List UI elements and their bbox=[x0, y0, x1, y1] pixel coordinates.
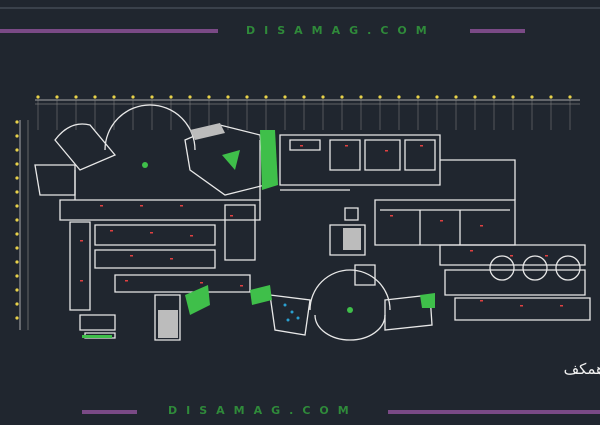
door-mark bbox=[100, 205, 103, 207]
door-mark bbox=[125, 280, 128, 282]
axis-marker bbox=[568, 95, 572, 99]
door-mark bbox=[480, 300, 483, 302]
axis-marker bbox=[340, 95, 344, 99]
door-mark bbox=[110, 230, 113, 232]
axis-marker bbox=[169, 95, 173, 99]
door-mark bbox=[560, 305, 563, 307]
axis-marker bbox=[530, 95, 534, 99]
axis-marker bbox=[15, 260, 19, 264]
axis-marker bbox=[93, 95, 97, 99]
axis-marker bbox=[473, 95, 477, 99]
axis-marker bbox=[55, 95, 59, 99]
axis-marker bbox=[15, 232, 19, 236]
axis-marker bbox=[492, 95, 496, 99]
axis-marker bbox=[416, 95, 420, 99]
bottom-left-bar bbox=[82, 410, 137, 414]
door-mark bbox=[480, 225, 483, 227]
axis-marker bbox=[207, 95, 211, 99]
axis-marker bbox=[245, 95, 249, 99]
axis-marker bbox=[15, 134, 19, 138]
axis-marker bbox=[188, 95, 192, 99]
walls bbox=[34, 104, 591, 341]
axis-marker bbox=[15, 302, 19, 306]
axis-marker bbox=[264, 95, 268, 99]
door-mark bbox=[510, 255, 513, 257]
axis-marker bbox=[435, 95, 439, 99]
axis-marker bbox=[226, 95, 230, 99]
axis-marker bbox=[283, 95, 287, 99]
top-border-line bbox=[0, 7, 600, 9]
grid-axis-markers bbox=[15, 95, 572, 320]
door-mark bbox=[390, 215, 393, 217]
bottom-right-bar bbox=[388, 410, 600, 414]
axis-marker bbox=[15, 218, 19, 222]
door-mark bbox=[520, 305, 523, 307]
door-mark bbox=[80, 240, 83, 242]
blue-accents bbox=[283, 303, 300, 322]
axis-marker bbox=[15, 316, 19, 320]
door-mark bbox=[150, 232, 153, 234]
door-mark bbox=[545, 255, 548, 257]
axis-marker bbox=[549, 95, 553, 99]
door-mark bbox=[130, 255, 133, 257]
door-mark bbox=[190, 235, 193, 237]
axis-marker bbox=[15, 120, 19, 124]
door-mark bbox=[300, 145, 303, 147]
axis-marker bbox=[321, 95, 325, 99]
door-mark bbox=[240, 285, 243, 287]
axis-marker bbox=[150, 95, 154, 99]
axis-marker bbox=[131, 95, 135, 99]
axis-marker bbox=[112, 95, 116, 99]
axis-marker bbox=[397, 95, 401, 99]
grid-lines bbox=[19, 99, 580, 330]
axis-marker bbox=[15, 274, 19, 278]
plan-label: همکف bbox=[563, 360, 600, 378]
top-left-bar bbox=[0, 29, 218, 33]
door-mark bbox=[230, 215, 233, 217]
axis-marker bbox=[15, 148, 19, 152]
door-mark bbox=[440, 220, 443, 222]
watermark-bottom: DISAMAG.COM bbox=[168, 404, 358, 417]
door-mark bbox=[80, 280, 83, 282]
door-marks bbox=[80, 145, 563, 307]
axis-marker bbox=[74, 95, 78, 99]
axis-marker bbox=[15, 246, 19, 250]
door-mark bbox=[200, 282, 203, 284]
axis-marker bbox=[15, 162, 19, 166]
door-mark bbox=[180, 205, 183, 207]
door-mark bbox=[470, 250, 473, 252]
axis-marker bbox=[15, 204, 19, 208]
door-mark bbox=[385, 150, 388, 152]
hatched-areas bbox=[158, 123, 361, 338]
axis-marker bbox=[454, 95, 458, 99]
door-mark bbox=[345, 145, 348, 147]
door-mark bbox=[170, 258, 173, 260]
top-right-bar bbox=[470, 29, 525, 33]
axis-marker bbox=[15, 190, 19, 194]
axis-marker bbox=[302, 95, 306, 99]
green-accents bbox=[82, 130, 435, 338]
axis-marker bbox=[359, 95, 363, 99]
axis-marker bbox=[511, 95, 515, 99]
watermark-top: DISAMAG.COM bbox=[246, 24, 436, 37]
axis-marker bbox=[378, 95, 382, 99]
axis-marker bbox=[15, 288, 19, 292]
axis-marker bbox=[15, 176, 19, 180]
door-mark bbox=[140, 205, 143, 207]
axis-marker bbox=[36, 95, 40, 99]
door-mark bbox=[420, 145, 423, 147]
